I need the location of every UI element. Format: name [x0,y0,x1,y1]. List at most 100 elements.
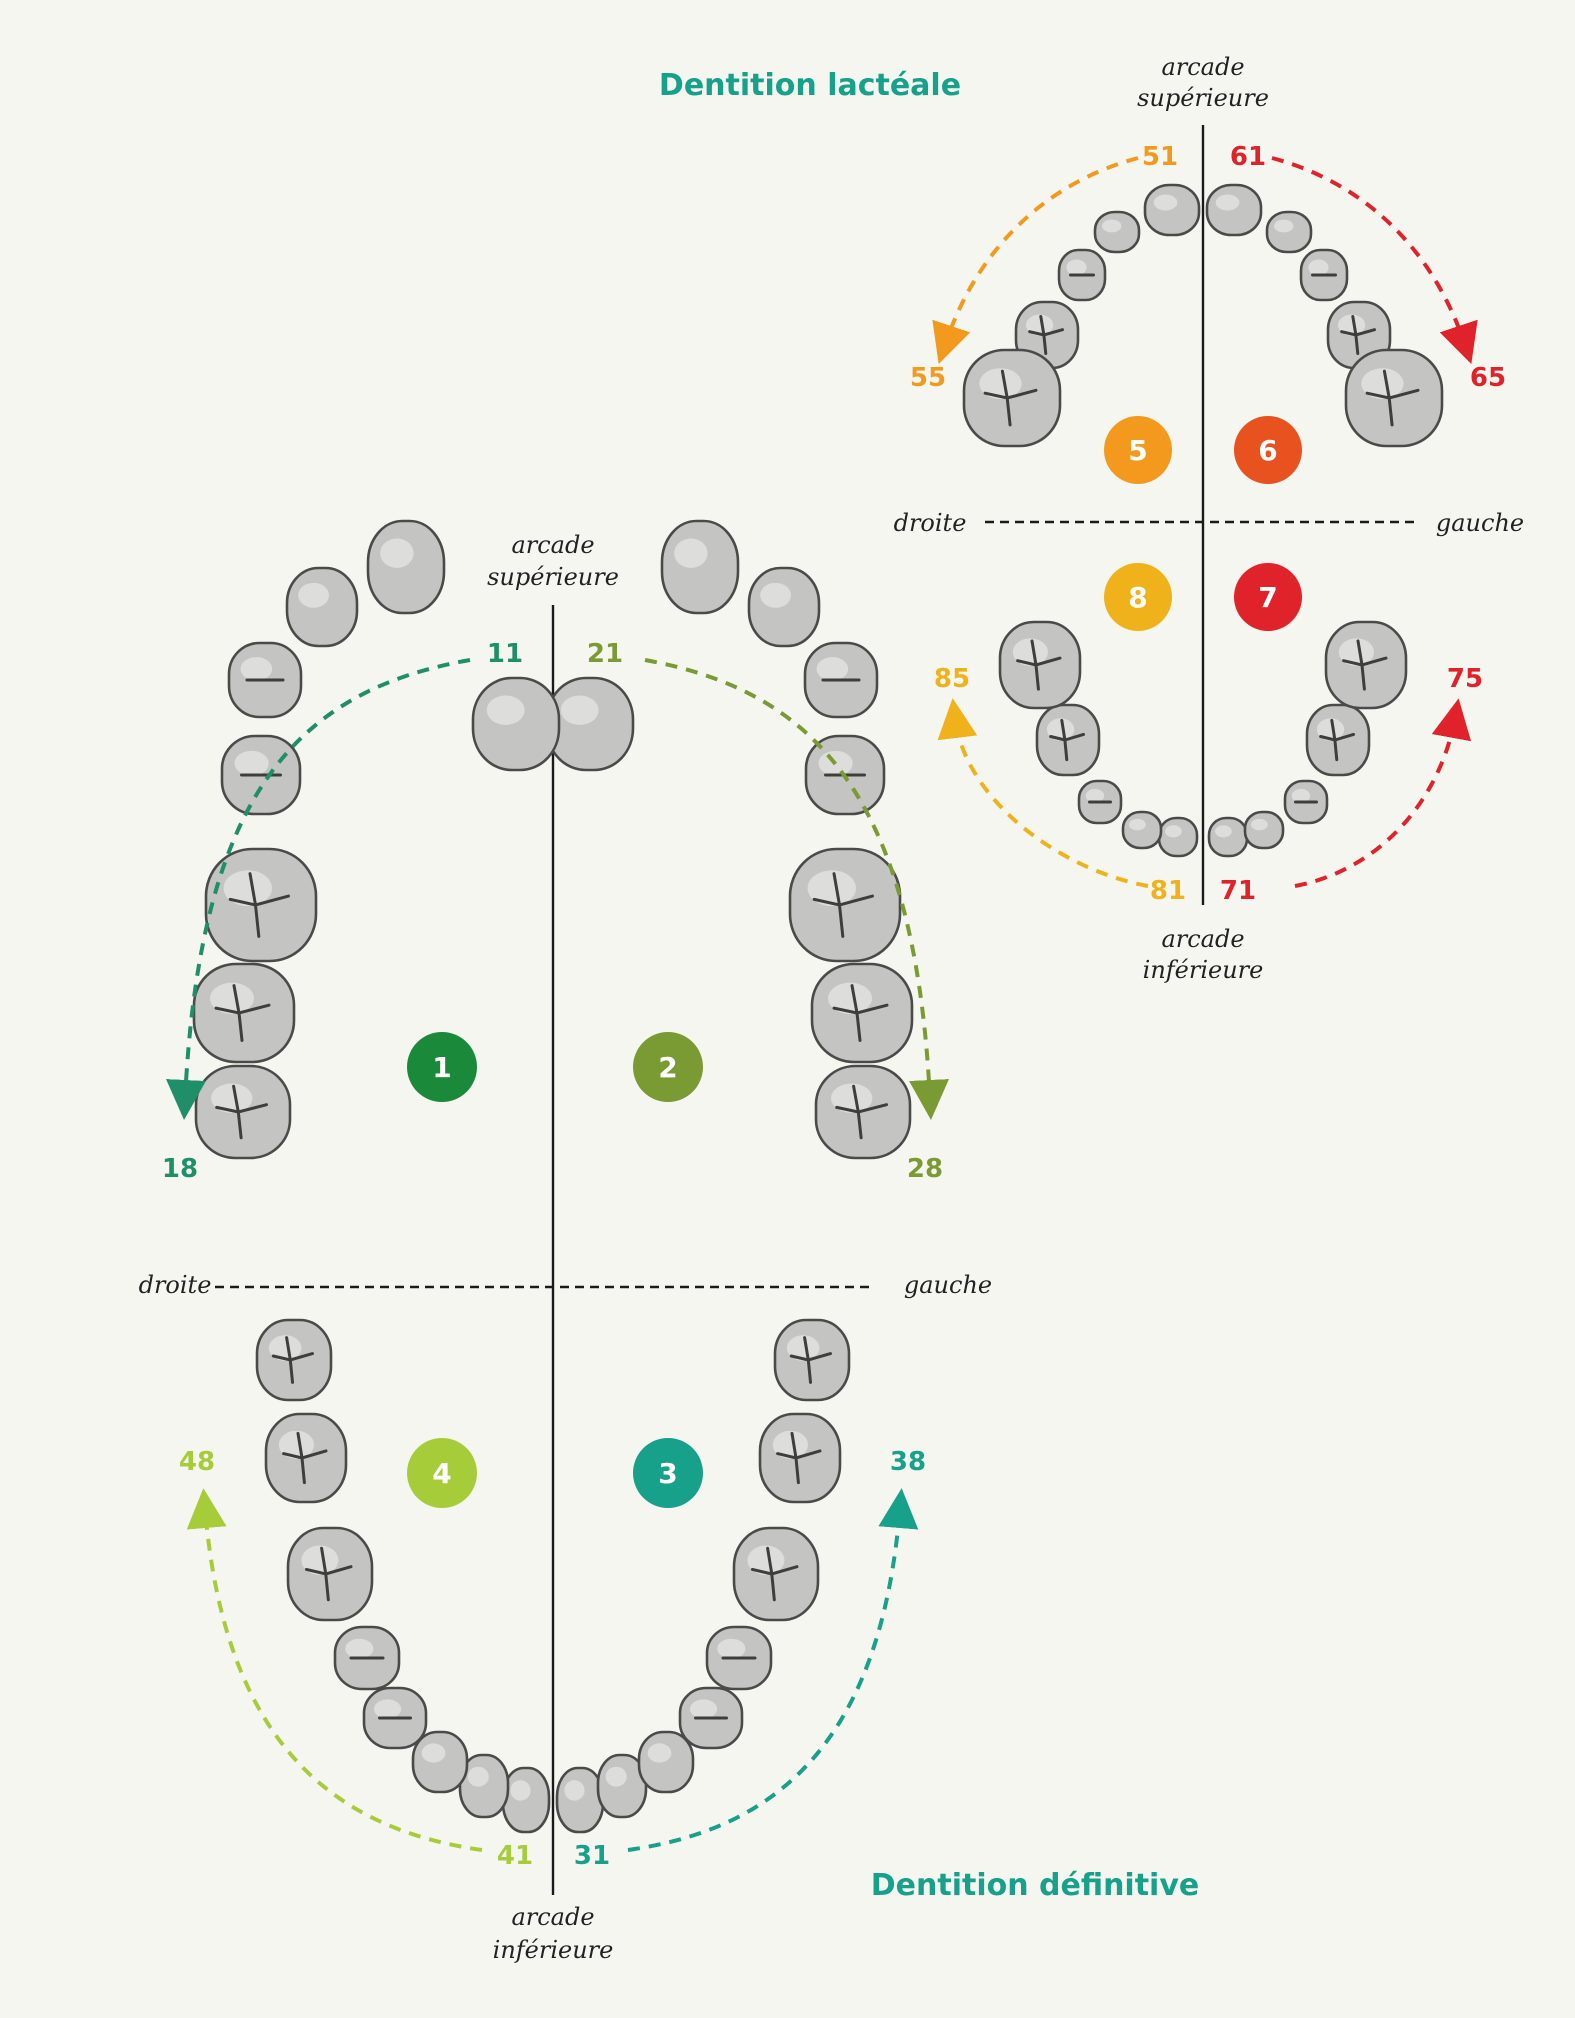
tooth-42-shape [458,1753,510,1819]
primary-upper-arch-label-1: arcade [1161,53,1244,81]
arrow-21-28 [644,658,950,1120]
tooth-25-shape [788,847,902,963]
tooth-63-shape [1299,248,1349,302]
tooth-22-shape [747,566,821,648]
tooth-85: 85 [934,664,970,694]
primary-lower-arch-label-2: inférieure [1143,956,1264,984]
tooth-51: 51 [1142,142,1178,172]
arrow-81-85 [937,698,1149,888]
tooth-52-shape [1093,210,1141,254]
tooth-31-shape [555,1766,605,1834]
tooth-23-shape [803,641,879,719]
tooth-81: 81 [1150,876,1186,906]
tooth-13-shape [227,641,303,719]
tooth-33-shape [637,1730,695,1794]
tooth-61: 61 [1230,142,1266,172]
tooth-84-shape [1035,703,1101,777]
tooth-37-shape [758,1412,842,1504]
tooth-82-shape [1121,810,1163,850]
tooth-11-shape [366,519,446,615]
arrow-61-65 [1271,156,1478,364]
svg-text:4: 4 [432,1457,451,1490]
svg-text:8: 8 [1128,581,1147,614]
svg-text:3: 3 [658,1457,677,1490]
tooth-85-shape [998,620,1082,710]
svg-text:6: 6 [1258,434,1277,467]
quadrant-6-badge: 6 [1234,416,1302,484]
quadrant-8-badge: 8 [1104,563,1172,631]
svg-text:5: 5 [1128,434,1147,467]
quadrant-3-badge: 3 [633,1438,703,1508]
tooth-28: 28 [907,1154,943,1184]
svg-text:2: 2 [658,1051,677,1084]
permanent-upper-arch-label-1: arcade [511,531,594,559]
primary-lower-arch-teeth [998,620,1408,858]
quadrant-7-badge: 7 [1234,563,1302,631]
tooth-55: 55 [910,363,946,393]
tooth-53-shape [1057,248,1107,302]
tooth-32-shape [596,1753,648,1819]
tooth-65: 65 [1470,363,1506,393]
tooth-11: 11 [487,639,523,669]
tooth-14-shape [220,734,302,816]
permanent-right-label: droite [139,1271,212,1299]
tooth-27-shape [814,1064,912,1160]
tooth-34-shape [678,1686,744,1750]
tooth-81-shape [1157,816,1199,858]
tooth-16-shape [192,962,296,1064]
permanent-dentition-title: Dentition définitive [871,1868,1200,1903]
tooth-17-shape [194,1064,292,1160]
tooth-43-shape [411,1730,469,1794]
tooth-46-shape [286,1526,374,1622]
arrow-31-38 [627,1488,919,1852]
primary-left-label: gauche [1436,509,1524,537]
tooth-38: 38 [890,1447,926,1477]
tooth-26-shape [810,962,914,1064]
permanent-upper-arch-label-2: supérieure [487,563,619,591]
tooth-62-shape [1265,210,1313,254]
primary-dentition-title: Dentition lactéale [659,68,961,103]
tooth-11b-shape [471,676,561,772]
primary-lower-arch-label-1: arcade [1161,925,1244,953]
tooth-55-shape [962,348,1062,448]
quadrant-5-badge: 5 [1104,416,1172,484]
tooth-21: 21 [587,639,623,669]
tooth-38-shape [773,1318,851,1402]
tooth-15-shape [204,847,318,963]
permanent-upper-arch-teeth [192,519,914,1160]
quadrant-4-badge: 4 [407,1438,477,1508]
primary-dentition-diagram: arcade supérieure arcade inférieure droi… [894,53,1525,984]
tooth-18: 18 [162,1154,198,1184]
arrow-51-55 [932,156,1139,364]
primary-right-label: droite [894,509,967,537]
quadrant-2-badge: 2 [633,1032,703,1102]
tooth-75-shape [1324,620,1408,710]
tooth-75: 75 [1447,664,1483,694]
tooth-12-shape [285,566,359,648]
primary-upper-arch-teeth [962,183,1444,448]
permanent-left-label: gauche [904,1271,992,1299]
tooth-71-shape [1207,816,1249,858]
tooth-31: 31 [574,1841,610,1871]
tooth-21b-shape [545,676,635,772]
tooth-36-shape [732,1526,820,1622]
arrow-11-18 [165,658,471,1120]
tooth-61-shape [1205,183,1263,237]
tooth-71: 71 [1220,876,1256,906]
permanent-dentition-diagram: arcade supérieure arcade inférieure droi… [139,519,992,1964]
tooth-72-shape [1243,810,1285,850]
permanent-lower-arch-label-2: inférieure [493,1936,614,1964]
tooth-41: 41 [497,1841,533,1871]
tooth-73-shape [1283,779,1329,825]
tooth-21-shape [660,519,740,615]
tooth-47-shape [264,1412,348,1504]
tooth-41-shape [501,1766,551,1834]
svg-text:7: 7 [1258,581,1277,614]
arrow-71-75 [1294,698,1472,888]
primary-upper-arch-label-2: supérieure [1137,84,1269,112]
quadrant-1-badge: 1 [407,1032,477,1102]
tooth-51-shape [1143,183,1201,237]
tooth-44-shape [362,1686,428,1750]
